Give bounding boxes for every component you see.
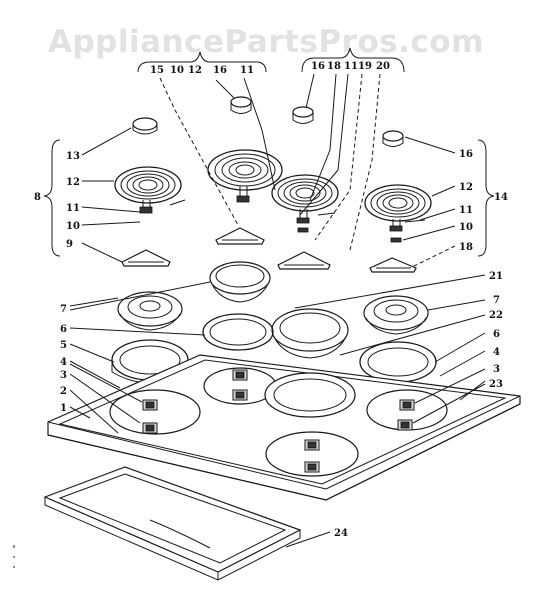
leader-11-right [299, 73, 349, 216]
drip-pan-center-top [209, 261, 271, 303]
coil-element-center-right [271, 174, 339, 233]
label-16-top-right: 16 [311, 61, 325, 72]
leader-16-right [305, 73, 315, 109]
label-11-top-left: 11 [240, 65, 254, 76]
callout-6-left: 6 [60, 324, 67, 335]
top-right-bracket [301, 47, 405, 73]
callout-23: 23 [489, 379, 503, 390]
callout-4-left: 4 [60, 357, 67, 368]
callout-21: 21 [489, 271, 503, 282]
callout-5: 5 [60, 340, 67, 351]
label-16-top-left: 16 [213, 65, 227, 76]
callout-22: 22 [489, 310, 503, 321]
callout-11-right: 11 [459, 205, 473, 216]
knob-cap-center-right [292, 106, 314, 124]
burner-opening-front-center [265, 431, 359, 477]
group-bracket-left [43, 139, 61, 257]
callout-7-left: 7 [60, 304, 67, 315]
callout-12-left: 12 [66, 177, 80, 188]
top-label-group-right: 16 18 11 19 20 [301, 47, 405, 73]
label-20-top: 20 [376, 61, 390, 72]
callout-13: 13 [66, 151, 80, 162]
receptacle-rear-left [232, 369, 248, 401]
label-12-top: 12 [188, 65, 202, 76]
leader-18 [309, 73, 337, 201]
burner-opening-front-left [109, 389, 201, 435]
leader-15 [159, 77, 239, 226]
burner-opening-center [264, 372, 356, 418]
callout-8: 8 [34, 192, 41, 203]
drip-pan-large-center [271, 308, 349, 359]
callout-14: 14 [494, 192, 508, 203]
knob-cap-center-left [230, 96, 252, 114]
top-left-bracket [137, 51, 267, 73]
label-10-top: 10 [170, 65, 184, 76]
cooktop-panel [47, 354, 521, 501]
coil-element-center-left [207, 149, 283, 203]
leader-16-left [215, 79, 237, 101]
coil-element-right [364, 184, 432, 243]
callout-3-right: 3 [493, 364, 500, 375]
knob-cap-left [132, 117, 158, 135]
label-18-top: 18 [327, 61, 341, 72]
callout-7-right: 7 [493, 295, 500, 306]
coil-element-left [114, 166, 186, 214]
leader-20 [349, 73, 381, 251]
label-19-top: 19 [358, 61, 372, 72]
callout-11-left: 11 [66, 203, 80, 214]
trim-ring-right [359, 341, 437, 383]
group-bracket-right [477, 139, 495, 257]
watermark-text: AppliancePartsPros.com [48, 24, 484, 60]
support-bracket-right [369, 257, 417, 273]
callout-2: 2 [60, 386, 67, 397]
callout-10-left: 10 [66, 221, 80, 232]
callout-leaders [69, 127, 486, 548]
callout-18-right: 18 [459, 242, 473, 253]
drip-pan-right [363, 295, 429, 335]
trim-ring-center-left [202, 313, 274, 351]
callout-24: 24 [334, 528, 348, 539]
receptacle-right [397, 399, 415, 431]
callout-6-right: 6 [493, 329, 500, 340]
callout-3-left: 3 [60, 370, 67, 381]
callout-4-right: 4 [493, 347, 500, 358]
callout-12-right: 12 [459, 182, 473, 193]
callout-16-right: 16 [459, 149, 473, 160]
receptacle-front-left [142, 399, 158, 434]
label-11-top-right: 11 [344, 61, 358, 72]
label-15-top: 15 [150, 65, 164, 76]
top-label-group-left: 15 10 12 16 11 [137, 51, 267, 76]
callout-numbers: 13 12 8 11 10 9 16 12 14 11 10 18 21 7 7… [34, 149, 508, 539]
support-bracket-center-right [277, 251, 331, 270]
leader-11-left [243, 77, 276, 191]
bottom-tray [43, 466, 302, 581]
support-bracket-center-left [215, 227, 265, 245]
knob-cap-right [382, 130, 404, 147]
drip-pan-left [117, 291, 183, 331]
receptacle-front-center [304, 439, 320, 473]
callout-1: 1 [60, 403, 67, 414]
callout-9: 9 [66, 239, 73, 250]
support-bracket-left [121, 249, 171, 267]
leader-19 [314, 73, 363, 241]
callout-10-right: 10 [459, 222, 473, 233]
